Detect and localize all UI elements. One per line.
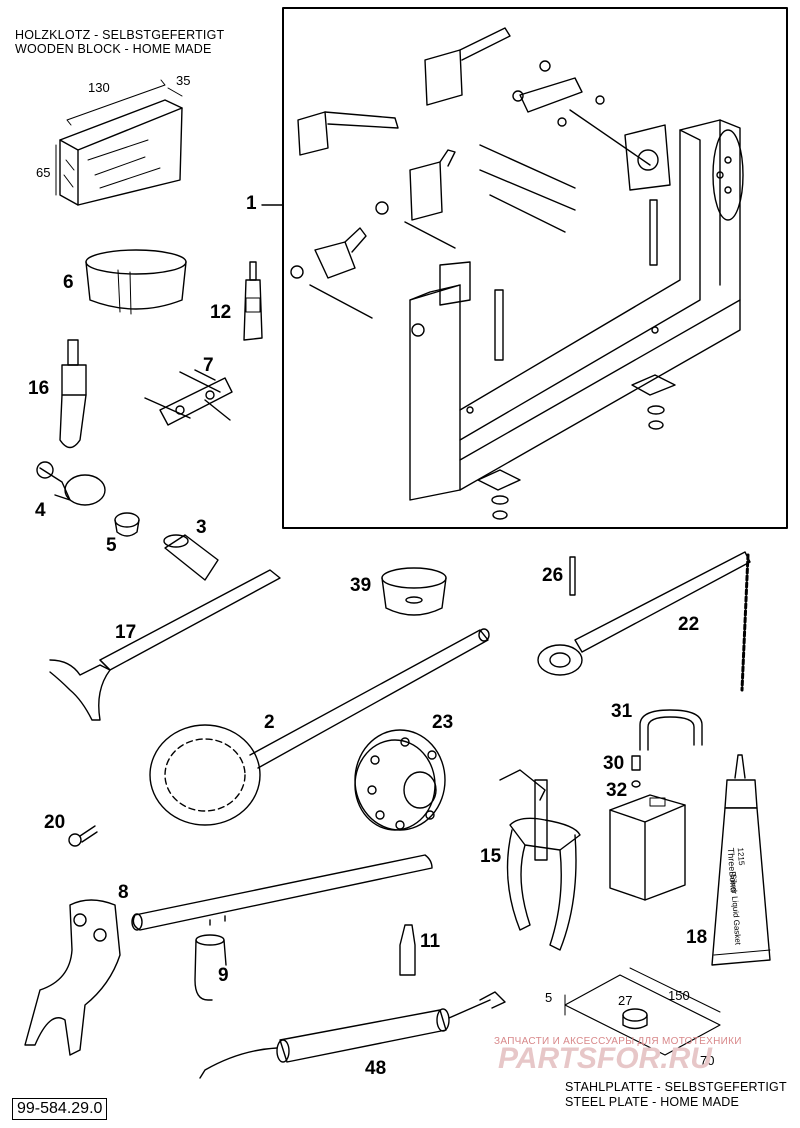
loctite-bottle <box>243 261 263 341</box>
sealant-tube <box>711 754 771 966</box>
gasket-box <box>609 794 686 901</box>
bearing-puller <box>36 461 106 506</box>
holding-tool <box>144 369 233 426</box>
tube-label-code: 1215 <box>735 847 747 866</box>
callout-17: 17 <box>115 622 137 643</box>
callout-26: 26 <box>542 565 564 586</box>
callout-48: 48 <box>365 1058 387 1079</box>
callout-31: 31 <box>611 701 633 722</box>
stand-frame-box <box>282 7 788 529</box>
stand-brackets <box>290 27 651 319</box>
sealant-bottle <box>399 924 416 976</box>
callout-18: 18 <box>686 927 708 948</box>
callout-1: 1 <box>246 193 257 214</box>
dim-plate-length: 150 <box>668 988 690 1003</box>
two-arm-puller <box>499 769 581 951</box>
puller-shaft <box>59 339 87 449</box>
dim-plate-width: 70 <box>700 1053 715 1068</box>
chain-wrench <box>537 551 751 692</box>
bushing <box>114 512 140 537</box>
crank-tool <box>24 854 433 1056</box>
fork-wrench <box>49 569 281 721</box>
dim-block-width: 35 <box>176 73 191 88</box>
watermark-caption: ЗАПЧАСТИ И АКСЕССУАРЫ ДЛЯ МОТОТЕХНИКИ <box>494 1036 742 1047</box>
callout-16: 16 <box>28 378 50 399</box>
callout-3: 3 <box>196 517 207 538</box>
dim-plate-hole: 27 <box>618 993 633 1008</box>
pin <box>569 556 576 596</box>
engine-stand <box>409 119 744 520</box>
callout-22: 22 <box>678 614 700 635</box>
callout-5: 5 <box>106 535 117 556</box>
bracket-tool <box>194 934 227 1001</box>
small-parts <box>631 709 703 788</box>
callout-32: 32 <box>606 780 628 801</box>
callout-12: 12 <box>210 302 232 323</box>
callout-23: 23 <box>432 712 454 733</box>
watermark-brand: PARTSFOR.RU <box>498 1042 712 1075</box>
clutch-holder <box>149 628 490 826</box>
callout-20: 20 <box>44 812 66 833</box>
header-line-2: WOODEN BLOCK - HOME MADE <box>15 42 212 56</box>
dim-plate-thickness: 5 <box>545 990 553 1005</box>
part-number: 99-584.29.0 <box>12 1098 108 1120</box>
dim-block-height: 65 <box>36 165 51 180</box>
footer-line-1: STAHLPLATTE - SELBSTGEFERTIGT <box>565 1080 787 1094</box>
callout-2: 2 <box>264 712 275 733</box>
sleeve <box>163 534 219 581</box>
callout-4: 4 <box>35 500 46 521</box>
callout-15: 15 <box>480 846 502 867</box>
wooden-block <box>55 79 183 206</box>
callout-9: 9 <box>218 965 229 986</box>
ring-tool <box>85 249 187 315</box>
flywheel-puller <box>354 729 446 831</box>
callout-39: 39 <box>350 575 372 596</box>
steel-plate <box>564 967 721 1056</box>
screw <box>68 825 98 847</box>
header-line-1: HOLZKLOTZ - SELBSTGEFERTIGT <box>15 28 225 42</box>
callout-6: 6 <box>63 272 74 293</box>
callout-30: 30 <box>603 753 625 774</box>
filter-wrench <box>381 567 447 616</box>
callout-11: 11 <box>420 931 441 952</box>
dim-block-length: 130 <box>88 80 110 95</box>
callout-7: 7 <box>203 355 214 376</box>
footer-line-2: STEEL PLATE - HOME MADE <box>565 1095 740 1109</box>
callout-8: 8 <box>118 882 129 903</box>
grease-gun <box>199 991 506 1079</box>
